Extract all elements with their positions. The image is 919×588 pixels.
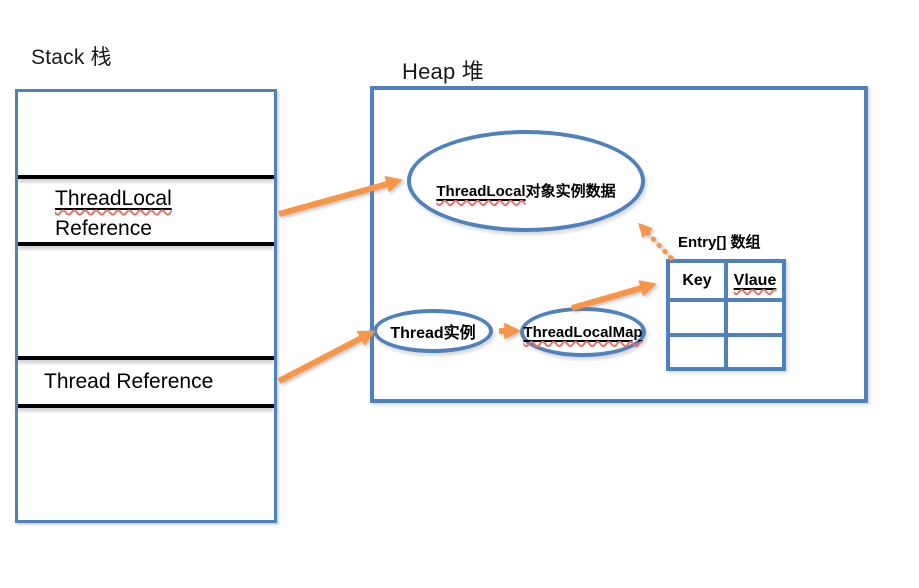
threadlocal-object-name: ThreadLocal [436, 182, 526, 200]
thread-instance-label: Thread实例 [390, 325, 476, 342]
threadlocal-object-ellipse: ThreadLocal对象实例数据 [407, 130, 645, 232]
threadlocalmap-label: ThreadLocalMap [523, 324, 642, 341]
entry-array-label: Entry[] 数组 [678, 234, 761, 251]
entry-table-cell [728, 302, 782, 333]
threadlocalmap-underline: ThreadLocalMap [523, 324, 642, 341]
threadlocalmap-ellipse: ThreadLocalMap [520, 307, 646, 357]
threadlocal-object-label: ThreadLocal对象实例数据 [436, 180, 615, 201]
entry-table-header-key: Key [670, 263, 724, 298]
entry-header-value-underline: Vlaue [734, 272, 777, 290]
entry-table-header-value: Vlaue [728, 263, 782, 298]
stack-cell-thread-reference: Thread Reference [44, 370, 214, 393]
heap-frame [370, 86, 868, 403]
threadlocalmap-name: ThreadLocalMap [523, 323, 643, 341]
thread-instance-ellipse: Thread实例 [373, 309, 493, 353]
stack-frame: ThreadLocal Reference Thread Reference [15, 89, 277, 523]
threadlocal-object-suffix: 对象实例数据 [525, 182, 616, 200]
stack-divider-4 [18, 404, 274, 408]
stack-divider-1 [18, 175, 274, 179]
threadlocal-object-underline: ThreadLocal [436, 183, 525, 200]
entry-header-value-text: Vlaue [733, 271, 777, 289]
stack-cell-threadlocal-reference: ThreadLocal Reference [55, 184, 172, 244]
heap-title: Heap 堆 [402, 59, 484, 84]
entry-table-cell [670, 336, 724, 367]
stack-divider-3 [18, 356, 274, 360]
threadlocal-reference-line2: Reference [55, 217, 152, 240]
stack-title: Stack 栈 [31, 46, 112, 69]
entry-array-table: Key Vlaue [666, 259, 786, 371]
entry-table-cell [670, 302, 724, 333]
entry-table-cell [728, 336, 782, 367]
stack-divider-2 [18, 242, 274, 246]
threadlocal-reference-line1-underline: ThreadLocal [55, 187, 172, 210]
threadlocal-reference-line1: ThreadLocal [55, 187, 172, 210]
arrow-thread-reference-to-thread-instance [277, 330, 376, 384]
